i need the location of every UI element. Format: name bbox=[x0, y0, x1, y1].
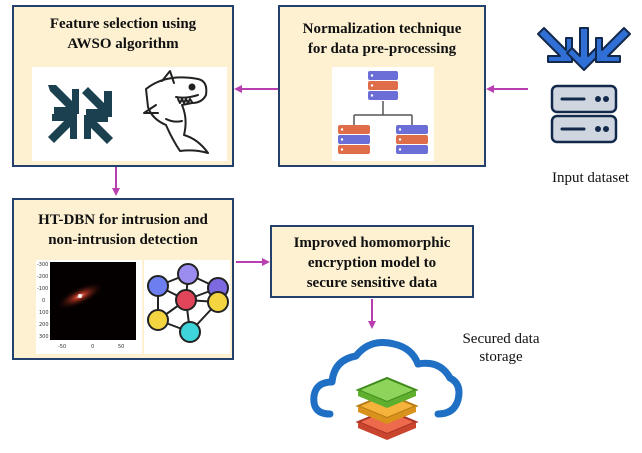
input-dataset-label: Input dataset bbox=[552, 170, 630, 186]
storage-label-line2: storage bbox=[479, 349, 523, 365]
download-arrows-icon bbox=[537, 27, 631, 71]
normalization-box: Normalization technique for data pre-pro… bbox=[278, 5, 486, 167]
storage-label-line1: Secured data bbox=[462, 331, 540, 347]
secured-storage-graphic bbox=[308, 334, 466, 448]
feature-selection-title: Feature selection using AWSO algorithm bbox=[14, 14, 232, 54]
x-tick-label: 0 bbox=[91, 344, 94, 350]
htdbn-title: HT-DBN for intrusion and non-intrusion d… bbox=[14, 210, 232, 250]
heatmap-plot: -300 -200 -100 0 100 200 300 -50 0 50 bbox=[36, 260, 142, 354]
input-dataset-graphic bbox=[532, 26, 638, 154]
x-tick-label: -50 bbox=[58, 344, 66, 350]
feature-selection-box: Feature selection using AWSO algorithm bbox=[12, 5, 234, 167]
shark-icon bbox=[143, 70, 209, 154]
heatmap-plot-svg: -300 -200 -100 0 100 200 300 -50 0 50 bbox=[37, 262, 136, 350]
y-tick-label: 0 bbox=[42, 298, 45, 304]
htdbn-box: HT-DBN for intrusion and non-intrusion d… bbox=[12, 198, 234, 360]
cloud-icon bbox=[310, 339, 463, 418]
storage-label: Secured data storage bbox=[446, 330, 556, 366]
neural-network-image bbox=[144, 260, 230, 354]
normalization-title: Normalization technique for data pre-pro… bbox=[280, 19, 484, 59]
y-tick-label: 300 bbox=[39, 334, 49, 340]
encryption-title-line1: Improved homomorphic bbox=[293, 235, 451, 251]
server-icon bbox=[550, 84, 618, 144]
htdbn-title-line1: HT-DBN for intrusion and bbox=[38, 212, 208, 228]
encryption-title: Improved homomorphic encryption model to… bbox=[272, 233, 472, 293]
htdbn-title-line2: non-intrusion detection bbox=[48, 232, 198, 248]
y-tick-label: -100 bbox=[37, 286, 48, 292]
y-tick-label: 100 bbox=[39, 310, 49, 316]
arrows-compress-icon bbox=[48, 85, 113, 144]
encryption-box: Improved homomorphic encryption model to… bbox=[270, 225, 474, 298]
feature-selection-image bbox=[32, 67, 227, 161]
neural-network-icon bbox=[147, 263, 229, 343]
input-dataset-icon bbox=[537, 27, 631, 144]
encryption-title-line3: secure sensitive data bbox=[306, 275, 438, 291]
normalization-title-line1: Normalization technique bbox=[302, 21, 462, 37]
feature-selection-title-line1: Feature selection using bbox=[49, 16, 197, 32]
feature-selection-title-line2: AWSO algorithm bbox=[67, 36, 179, 52]
y-tick-label: -300 bbox=[37, 262, 48, 268]
y-tick-label: -200 bbox=[37, 274, 48, 280]
database-layers-icon bbox=[355, 376, 419, 440]
server-hierarchy-icon bbox=[338, 71, 428, 154]
x-tick-label: 50 bbox=[118, 344, 124, 350]
normalization-title-line2: for data pre-processing bbox=[307, 41, 457, 57]
encryption-title-line2: encryption model to bbox=[307, 255, 437, 271]
secured-storage-svg bbox=[310, 339, 463, 440]
y-tick-label: 200 bbox=[39, 322, 49, 328]
normalization-image bbox=[332, 67, 434, 161]
